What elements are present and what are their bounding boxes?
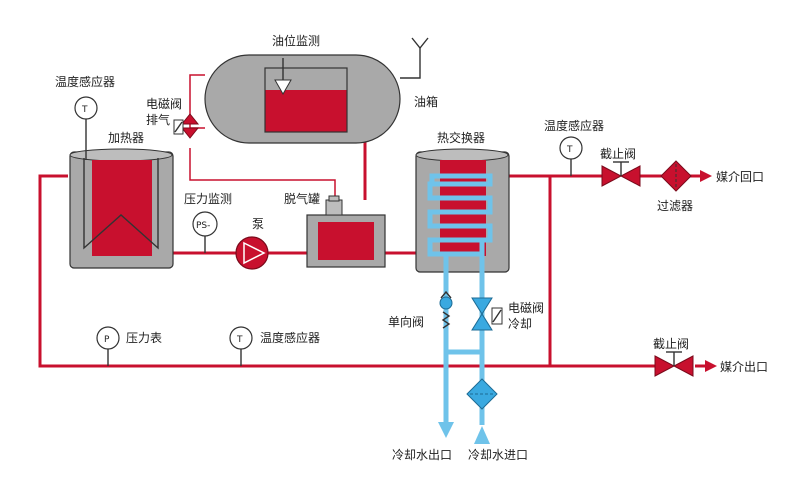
pressure-monitor-label: 压力监测: [184, 192, 232, 206]
heater-temp-gauge-symbol: T: [81, 105, 88, 115]
check-valve-icon: [439, 290, 453, 329]
water-in-arrow-icon: [474, 426, 490, 444]
return-temp-gauge-symbol: T: [566, 145, 573, 155]
return-filter-label: 过滤器: [657, 199, 693, 213]
pump-label: 泵: [252, 217, 264, 231]
check-valve-label: 单向阀: [388, 314, 424, 329]
return-temp-sensor-label: 温度感应器: [544, 118, 604, 133]
medium-outlet-arrow-icon: [705, 360, 717, 372]
oil-tank-label: 油箱: [414, 94, 438, 109]
cooling-filter-icon: [466, 378, 498, 410]
return-stop-valve: [601, 161, 641, 187]
outlet-temp-gauge-symbol: T: [236, 335, 243, 345]
return-stop-valve-label: 截止阀: [600, 147, 636, 161]
pump-icon: [235, 236, 269, 270]
oil-tank: [204, 37, 429, 144]
pressure-gauge-label: 压力表: [126, 331, 162, 345]
exhaust-label: 排气: [146, 112, 170, 127]
pressure-gauge-symbol: P: [104, 335, 110, 345]
heater-temp-sensor-label: 温度感应器: [55, 74, 115, 89]
heat-exchanger-label: 热交换器: [437, 130, 485, 145]
outlet-temp-sensor-label: 温度感应器: [260, 330, 320, 345]
cooling-label: 冷却: [508, 317, 532, 331]
return-filter-icon: [660, 160, 692, 192]
cooling-water-outlet-label: 冷却水出口: [392, 448, 452, 462]
medium-outlet-label: 媒介出口: [720, 360, 768, 374]
medium-return-arrow-icon: [700, 170, 712, 182]
oil-level-monitor-label: 油位监测: [272, 33, 320, 48]
degassing-tank-label: 脱气罐: [284, 191, 320, 206]
cooling-water-lines: [438, 255, 490, 444]
exhaust-solenoid-label: 电磁阀: [146, 96, 182, 111]
heater-label: 加热器: [108, 131, 144, 145]
water-out-arrow-icon: [438, 422, 454, 438]
heater-temp-gauge: [74, 96, 98, 120]
heater: [69, 118, 174, 269]
exhaust-solenoid-valve: [173, 113, 200, 139]
cooling-solenoid-label: 电磁阀: [508, 300, 544, 315]
outlet-stop-valve-label: 截止阀: [653, 337, 689, 351]
outlet-stop-valve: [654, 351, 694, 377]
cooling-water-inlet-label: 冷却水进口: [468, 448, 528, 462]
medium-return-label: 媒介回口: [716, 170, 764, 184]
degassing-tank: [306, 195, 386, 268]
heat-exchanger: [415, 148, 510, 273]
cooling-solenoid-valve: [471, 297, 503, 331]
pressure-switch-symbol: PS-: [196, 221, 210, 231]
